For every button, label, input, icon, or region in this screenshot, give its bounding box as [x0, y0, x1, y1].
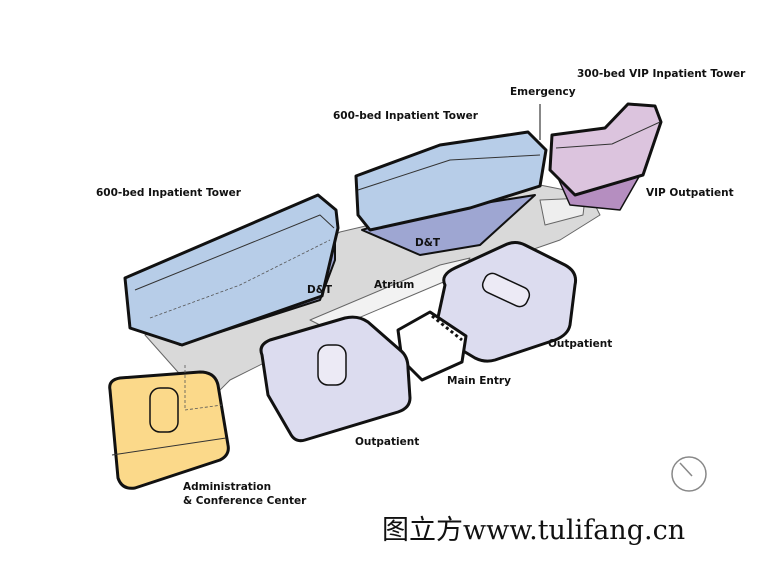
vip-inpatient-tower	[548, 102, 663, 197]
inpatient-tower-mid	[354, 130, 548, 232]
label-dt-mid: D&T	[415, 237, 441, 249]
label-main-entry: Main Entry	[447, 375, 511, 387]
north-arrow-icon	[671, 456, 707, 492]
label-dt-left: D&T	[307, 284, 333, 296]
label-vip-tower: 300-bed VIP Inpatient Tower	[577, 68, 746, 80]
label-atrium: Atrium	[374, 279, 415, 291]
label-inpatient-tower-mid: 600-bed Inpatient Tower	[333, 110, 478, 122]
label-outpatient-bottom: Outpatient	[355, 436, 420, 448]
label-vip-outpatient: VIP Outpatient	[646, 187, 734, 199]
label-outpatient-right: Outpatient	[548, 338, 613, 350]
label-emergency: Emergency	[510, 86, 576, 98]
watermark: 图立方www.tulifang.cn	[382, 515, 686, 546]
label-admin-line2: & Conference Center	[183, 495, 307, 507]
label-inpatient-tower-left: 600-bed Inpatient Tower	[96, 187, 241, 199]
label-admin-line1: Administration	[183, 481, 272, 493]
